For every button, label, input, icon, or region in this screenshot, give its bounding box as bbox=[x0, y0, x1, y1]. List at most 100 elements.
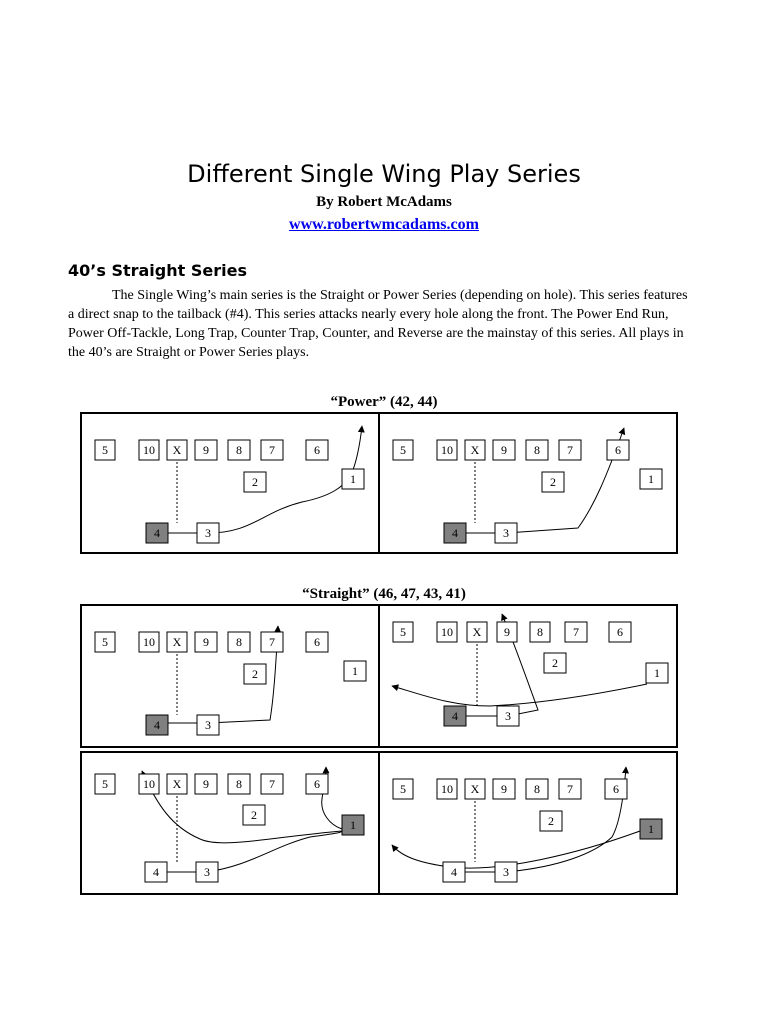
player-tb: 4 bbox=[443, 705, 467, 727]
player-label: X bbox=[471, 443, 480, 457]
player-label: X bbox=[471, 782, 480, 796]
player-label: 6 bbox=[314, 443, 320, 457]
player-label: 8 bbox=[236, 635, 242, 649]
player-re: 7 bbox=[260, 439, 284, 461]
player-c: 10 bbox=[436, 778, 458, 800]
player-label: 2 bbox=[252, 475, 258, 489]
player-te: 6 bbox=[305, 631, 329, 653]
player-te: 6 bbox=[608, 621, 632, 643]
player-label: 4 bbox=[452, 709, 458, 723]
player-re: 7 bbox=[260, 773, 284, 795]
player-fb: 3 bbox=[494, 861, 518, 883]
play-diagram-straight-1: 5 10 X 9 8 7 6 2 1 4 3 bbox=[80, 604, 380, 748]
player-c: 10 bbox=[436, 621, 458, 643]
player-rg: 9 bbox=[194, 773, 218, 795]
player-label: 4 bbox=[154, 526, 160, 540]
author-website-link[interactable]: www.robertwmcadams.com bbox=[289, 216, 479, 233]
player-rt: 8 bbox=[227, 631, 251, 653]
player-tb: 4 bbox=[145, 714, 169, 736]
player-label: 1 bbox=[654, 666, 660, 680]
player-label: 9 bbox=[203, 443, 209, 457]
player-label: 10 bbox=[441, 625, 453, 639]
player-label: 1 bbox=[350, 818, 356, 832]
player-label: 2 bbox=[550, 475, 556, 489]
player-label: 7 bbox=[269, 777, 275, 791]
play-diagram-straight-1-svg: 5 10 X 9 8 7 6 2 1 4 3 bbox=[94, 625, 367, 736]
player-label: 7 bbox=[567, 782, 573, 796]
player-x: X bbox=[166, 631, 188, 653]
player-x: X bbox=[464, 778, 486, 800]
player-wb: 1 bbox=[341, 814, 365, 836]
player-label: 2 bbox=[252, 667, 258, 681]
player-label: 6 bbox=[617, 625, 623, 639]
player-label: 5 bbox=[102, 443, 108, 457]
player-label: 3 bbox=[204, 865, 210, 879]
player-c: 10 bbox=[436, 439, 458, 461]
player-label: 10 bbox=[143, 443, 155, 457]
player-label: 1 bbox=[350, 472, 356, 486]
player-label: 8 bbox=[537, 625, 543, 639]
player-re: 7 bbox=[564, 621, 588, 643]
player-label: 8 bbox=[236, 443, 242, 457]
player-rg: 9 bbox=[194, 631, 218, 653]
player-label: 3 bbox=[205, 718, 211, 732]
player-te: 6 bbox=[606, 439, 630, 461]
player-label: 10 bbox=[143, 777, 155, 791]
player-te: 6 bbox=[305, 773, 329, 795]
player-wb: 1 bbox=[639, 468, 663, 490]
player-rg: 9 bbox=[496, 621, 518, 643]
player-label: 5 bbox=[102, 635, 108, 649]
player-rt: 8 bbox=[529, 621, 551, 643]
player-wb: 1 bbox=[645, 662, 669, 684]
player-label: 1 bbox=[352, 664, 358, 678]
player-c: 10 bbox=[138, 773, 160, 795]
player-label: 3 bbox=[503, 526, 509, 540]
player-le: 5 bbox=[392, 439, 414, 461]
player-label: 4 bbox=[153, 865, 159, 879]
player-label: 7 bbox=[573, 625, 579, 639]
player-tb: 4 bbox=[144, 861, 168, 883]
player-label: 7 bbox=[269, 635, 275, 649]
player-label: 5 bbox=[400, 443, 406, 457]
player-label: 7 bbox=[567, 443, 573, 457]
player-x: X bbox=[166, 439, 188, 461]
player-te: 6 bbox=[604, 778, 628, 800]
player-re: 7 bbox=[260, 631, 284, 653]
player-label: 2 bbox=[251, 808, 257, 822]
player-c: 10 bbox=[138, 439, 160, 461]
player-label: 4 bbox=[452, 526, 458, 540]
route-path bbox=[391, 830, 641, 869]
player-label: 6 bbox=[314, 777, 320, 791]
player-label: 9 bbox=[203, 635, 209, 649]
player-le: 5 bbox=[94, 631, 116, 653]
player-qb: 2 bbox=[242, 804, 266, 826]
player-label: 8 bbox=[236, 777, 242, 791]
player-x: X bbox=[166, 773, 188, 795]
player-label: 6 bbox=[613, 782, 619, 796]
player-qb: 2 bbox=[541, 471, 565, 493]
player-c: 10 bbox=[138, 631, 160, 653]
player-label: 10 bbox=[143, 635, 155, 649]
player-te: 6 bbox=[305, 439, 329, 461]
player-label: X bbox=[173, 777, 182, 791]
player-qb: 2 bbox=[539, 810, 563, 832]
player-tb: 4 bbox=[145, 522, 169, 544]
document-title: Different Single Wing Play Series bbox=[187, 160, 581, 188]
player-fb: 3 bbox=[196, 714, 220, 736]
player-rt: 8 bbox=[525, 778, 549, 800]
section-paragraph: The Single Wing’s main series is the Str… bbox=[68, 288, 688, 360]
player-qb: 2 bbox=[243, 471, 267, 493]
player-x: X bbox=[466, 621, 488, 643]
player-label: 9 bbox=[504, 625, 510, 639]
document-author: By Robert McAdams bbox=[316, 194, 452, 210]
player-label: 6 bbox=[615, 443, 621, 457]
route-path bbox=[160, 425, 365, 534]
player-label: 8 bbox=[534, 782, 540, 796]
